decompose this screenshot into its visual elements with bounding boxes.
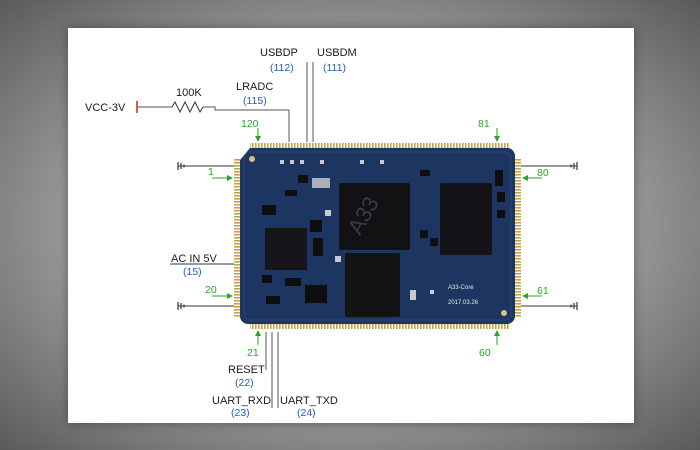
- mounting-hole: [249, 156, 255, 162]
- pin-20-label: 20: [205, 284, 217, 296]
- usbdm-pin: (111): [323, 62, 346, 74]
- pin-60-label: 60: [479, 347, 491, 359]
- right-ground-top: [521, 162, 578, 170]
- resistor-symbol: [171, 100, 204, 114]
- pin-61-marker: 61: [522, 285, 549, 299]
- pin-80-label: 80: [537, 167, 549, 179]
- pin-21-marker: 21: [247, 330, 261, 359]
- pmic-chip: [265, 228, 307, 270]
- mounting-hole: [501, 310, 507, 316]
- right-ground-bottom: [521, 302, 578, 310]
- pin-20-marker: 20: [205, 284, 233, 299]
- flash-chip: [440, 183, 492, 255]
- pin-1-marker: 1: [208, 166, 233, 181]
- top-pin-row: [250, 143, 510, 149]
- usbdp-signal: USBDP (112): [260, 47, 308, 142]
- lradc-pin: (115): [243, 95, 267, 107]
- ac-in-signal: AC IN 5V (15): [170, 253, 234, 278]
- lradc-label: LRADC: [236, 81, 273, 93]
- uart-rxd-label: UART_RXD: [212, 395, 271, 407]
- ram-chip: [345, 253, 400, 317]
- pin-21-label: 21: [247, 347, 259, 359]
- ac-in-pin: (15): [183, 266, 202, 278]
- reset-pin: (22): [235, 377, 254, 389]
- board-date-text: 2017.03.26: [448, 300, 479, 306]
- pin-1-label: 1: [208, 166, 214, 178]
- uart-rxd-pin: (23): [231, 407, 250, 419]
- vcc-resistor-circuit: VCC-3V 100K: [85, 87, 289, 114]
- uart-txd-pin: (24): [297, 407, 316, 419]
- reset-label: RESET: [228, 364, 265, 376]
- uart-rxd-signal: UART_RXD (23): [212, 332, 273, 419]
- pin-120-label: 120: [241, 118, 259, 130]
- reset-signal: RESET (22): [228, 332, 267, 389]
- pin-61-label: 61: [537, 285, 549, 297]
- left-pin-row: [234, 158, 240, 318]
- uart-txd-label: UART_TXD: [280, 395, 338, 407]
- pin-80-marker: 80: [522, 167, 549, 181]
- usbdm-signal: USBDM (111): [312, 47, 357, 142]
- pin-120-marker: 120: [241, 118, 261, 142]
- pin-81-label: 81: [478, 118, 490, 130]
- lradc-signal: LRADC (115): [236, 81, 290, 142]
- left-ground-bottom: [177, 302, 234, 310]
- resistor-label: 100K: [176, 87, 202, 99]
- pcb-board: A33 A33-Core 2017.03: [234, 143, 521, 329]
- left-ground-top: [177, 162, 234, 170]
- uart-txd-signal: UART_TXD (24): [277, 332, 338, 419]
- soc-chip: [339, 183, 410, 250]
- ac-in-label: AC IN 5V: [171, 253, 218, 265]
- usbdp-pin: (112): [270, 62, 294, 74]
- pin-60-marker: 60: [479, 330, 500, 359]
- pin-81-marker: 81: [478, 118, 500, 142]
- right-pin-row: [515, 158, 521, 318]
- vcc-label: VCC-3V: [85, 102, 126, 114]
- bottom-pin-row: [250, 323, 510, 329]
- board-model-text: A33-Core: [448, 285, 474, 291]
- usbdp-label: USBDP: [260, 47, 298, 59]
- usbdm-label: USBDM: [317, 47, 357, 59]
